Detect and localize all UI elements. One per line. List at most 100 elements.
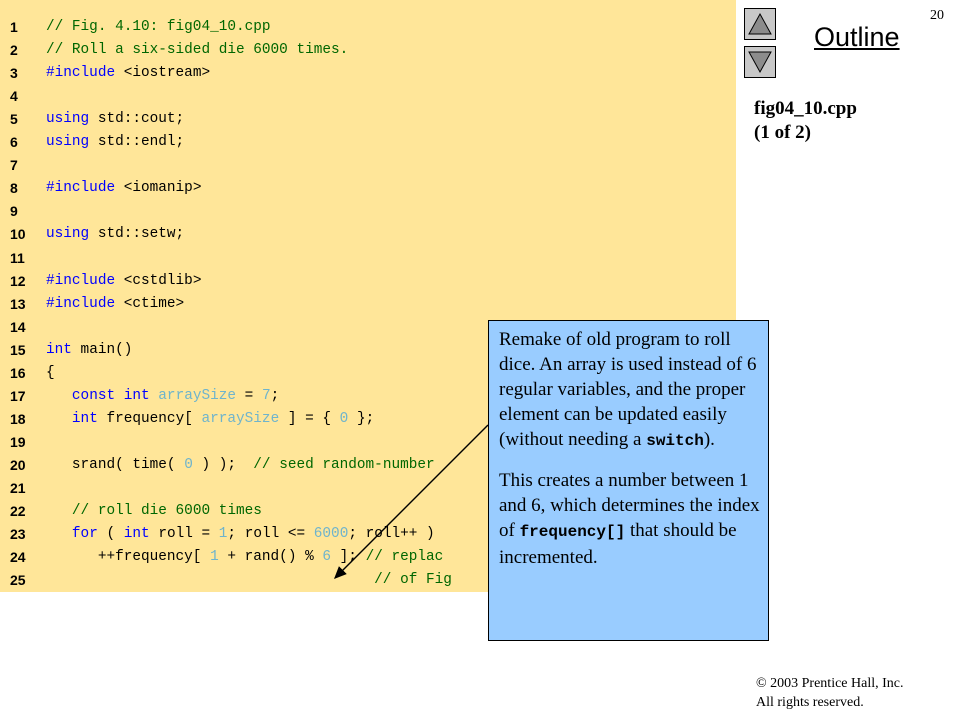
code-token: std::setw; [89, 226, 185, 243]
code-token: 6 [322, 549, 332, 566]
code-token [46, 388, 72, 404]
line-number: 25 [10, 572, 26, 589]
line-number: 4 [10, 88, 18, 105]
line-number: 5 [10, 111, 18, 128]
file-name: fig04_10.cpp [754, 98, 857, 119]
outline-title[interactable]: Outline [814, 22, 900, 52]
copyright: © 2003 Prentice Hall, Inc. All rights re… [756, 674, 904, 712]
callout-code-switch: switch [646, 432, 704, 450]
code-token: // replac [365, 549, 444, 566]
code-token: { [46, 364, 55, 381]
code-token: #include [46, 65, 116, 82]
code-token: std::cout; [89, 111, 185, 128]
code-token [46, 503, 72, 519]
code-text: srand( time( 0 ) ); // seed random-numbe… [46, 454, 435, 477]
code-text: for ( int roll = 1; roll <= 6000; roll++… [46, 523, 435, 546]
code-token: + rand() % [218, 549, 323, 566]
line-number: 23 [10, 526, 26, 543]
line-number: 9 [10, 203, 18, 220]
code-token: ; roll <= [227, 526, 314, 543]
line-number: 11 [10, 249, 25, 266]
code-token: // seed random-number [253, 456, 435, 473]
code-token [150, 388, 159, 404]
line-number: 20 [10, 456, 26, 473]
code-text: using std::endl; [46, 131, 184, 154]
page-number: 20 [930, 8, 944, 23]
code-token: = [236, 387, 262, 404]
code-token: for [71, 526, 98, 543]
file-part: (1 of 2) [754, 122, 811, 143]
callout-code-frequency: frequency[] [519, 523, 626, 541]
code-token [46, 411, 72, 427]
line-number: 18 [10, 410, 26, 427]
code-token: ; roll++ ) [348, 526, 435, 543]
code-text: #include <iomanip> [46, 177, 201, 200]
code-token: ) ); [192, 456, 254, 473]
line-number: 19 [10, 433, 26, 450]
line-number: 8 [10, 180, 18, 197]
code-text: // of Fig [46, 569, 452, 592]
code-token: // of Fig [374, 572, 452, 589]
code-text: using std::setw; [46, 223, 184, 246]
code-text: // roll die 6000 times [46, 500, 262, 523]
previous-slide-button[interactable] [744, 8, 776, 40]
line-number: 24 [10, 549, 26, 566]
code-token: // Fig. 4.10: fig04_10.cpp [46, 19, 271, 35]
code-token: using [46, 226, 90, 243]
outline-link[interactable]: Outline [814, 22, 900, 53]
code-token: main() [71, 341, 133, 358]
code-text: // Roll a six-sided die 6000 times. [46, 39, 348, 62]
code-token: 1 [210, 549, 219, 566]
code-token: srand( time( [46, 456, 185, 473]
copyright-line-2: All rights reserved. [756, 695, 864, 710]
code-token: const int [71, 387, 150, 404]
code-text: // Fig. 4.10: fig04_10.cpp [46, 16, 271, 39]
line-number: 2 [10, 42, 18, 59]
code-token: ( [97, 526, 124, 543]
code-token: ]; [331, 549, 366, 566]
line-number: 21 [10, 480, 26, 496]
code-text: #include <iostream> [46, 62, 210, 85]
line-number: 7 [10, 157, 18, 174]
code-text: #include <cstdlib> [46, 270, 201, 293]
code-token [46, 572, 374, 588]
code-token: arraySize [201, 410, 280, 427]
code-token: <iostream> [115, 65, 211, 82]
line-number: 14 [10, 318, 26, 335]
code-token: ++frequency[ [46, 549, 211, 566]
code-token: using [46, 134, 90, 151]
line-number: 1 [10, 19, 18, 35]
code-token: ] = { [279, 410, 340, 427]
code-text: #include <ctime> [46, 293, 184, 316]
code-text: using std::cout; [46, 108, 184, 131]
next-slide-button[interactable] [744, 46, 776, 78]
triangle-down-icon [748, 51, 772, 74]
code-token: 0 [184, 456, 193, 473]
callout-text: This creates a number between 1 and 6, w… [499, 470, 760, 541]
line-number: 6 [10, 134, 18, 151]
code-text: int frequency[ arraySize ] = { 0 }; [46, 408, 374, 431]
code-token: 6000 [313, 526, 349, 543]
code-token: #include [46, 295, 116, 312]
code-token: 0 [339, 410, 349, 427]
callout-paragraph-2: This creates a number between 1 and 6, w… [499, 468, 760, 570]
triangle-up-icon [748, 12, 772, 35]
copyright-line-1: © 2003 Prentice Hall, Inc. [756, 676, 904, 691]
code-token: int [46, 341, 72, 358]
code-token: // Roll a six-sided die 6000 times. [46, 42, 349, 59]
code-token: <cstdlib> [115, 272, 202, 289]
file-label: fig04_10.cpp (1 of 2) [754, 97, 857, 145]
line-number: 12 [10, 272, 26, 289]
code-token: ; [270, 387, 280, 404]
code-token: int [123, 526, 150, 543]
code-text: { [46, 362, 55, 385]
line-number: 3 [10, 65, 18, 82]
explanation-callout: Remake of old program to roll dice. An a… [488, 320, 769, 641]
code-token: <ctime> [115, 295, 185, 312]
callout-text-end: that should be incremented. [499, 520, 737, 568]
callout-text-end: ). [703, 429, 715, 450]
line-number: 13 [10, 295, 26, 312]
line-number: 10 [10, 226, 26, 243]
code-token: int [71, 410, 98, 427]
code-token: 1 [218, 526, 228, 543]
